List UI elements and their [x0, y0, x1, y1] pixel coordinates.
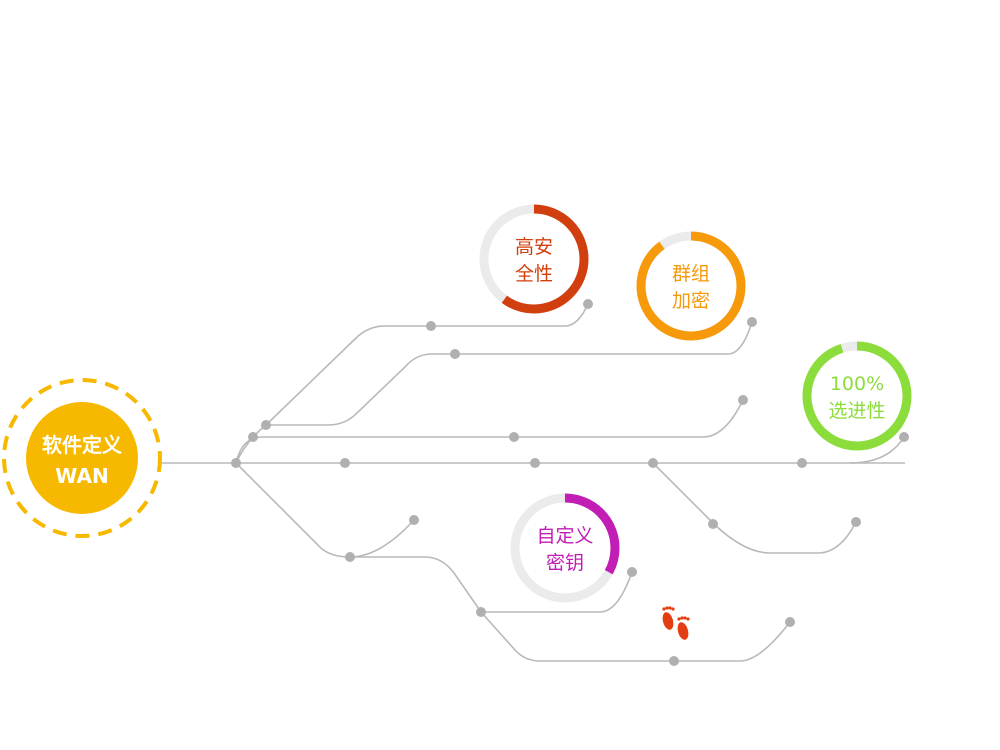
node: [530, 458, 540, 468]
node: [261, 420, 271, 430]
node: [797, 458, 807, 468]
feature-ring-group-encryption: 群组 加密: [636, 231, 746, 341]
feature-label-line1: 高安: [515, 236, 553, 258]
ring-progress: [802, 341, 912, 451]
node: [627, 567, 637, 577]
feature-ring-selectivity: 100% 选进性: [802, 341, 912, 451]
node: [476, 607, 486, 617]
footprints-icon: [662, 606, 690, 640]
node: [231, 458, 241, 468]
branch-line-security: [235, 303, 589, 464]
node: [669, 656, 679, 666]
branch-line-bottom: [480, 611, 791, 662]
feature-label-line1: 100%: [830, 373, 884, 395]
node: [747, 317, 757, 327]
ring-progress: [479, 204, 589, 314]
feature-ring-custom-key: 自定义 密钥: [510, 493, 620, 603]
node: [851, 517, 861, 527]
node: [409, 515, 419, 525]
node: [340, 458, 350, 468]
feature-ring-security: 高安 全性: [479, 204, 589, 314]
ring-progress: [510, 493, 620, 603]
node: [648, 458, 658, 468]
node: [450, 349, 460, 359]
node: [248, 432, 258, 442]
feature-label-line2: 加密: [672, 290, 710, 312]
hub: 软件定义 WAN: [2, 378, 162, 538]
node: [426, 321, 436, 331]
ring-progress: [636, 231, 746, 341]
branch-line-custom-key: [235, 462, 633, 613]
connector-lines: [160, 303, 905, 662]
junction-nodes: [231, 299, 909, 666]
hub-subtitle: WAN: [55, 464, 108, 488]
branch-line-selectivity: [849, 436, 905, 464]
feature-label-line2: 选进性: [828, 400, 885, 422]
hub-dashed-ring: [2, 378, 162, 538]
node: [899, 432, 909, 442]
node: [509, 432, 519, 442]
feature-label-line2: 全性: [515, 263, 553, 285]
node: [583, 299, 593, 309]
node: [345, 552, 355, 562]
branch-line-lower-right: [652, 462, 857, 554]
feature-label-line1: 自定义: [536, 525, 593, 547]
node: [785, 617, 795, 627]
hub-title: 软件定义: [42, 433, 122, 457]
node: [708, 519, 718, 529]
feature-label-line2: 密钥: [546, 552, 584, 574]
hub-circle: [26, 402, 138, 514]
branch-line-small-spur: [349, 519, 415, 558]
branch-line-group-encryption: [266, 321, 753, 426]
feature-label-line1: 群组: [672, 263, 710, 285]
branch-line-upper-right: [235, 399, 744, 464]
node: [738, 395, 748, 405]
